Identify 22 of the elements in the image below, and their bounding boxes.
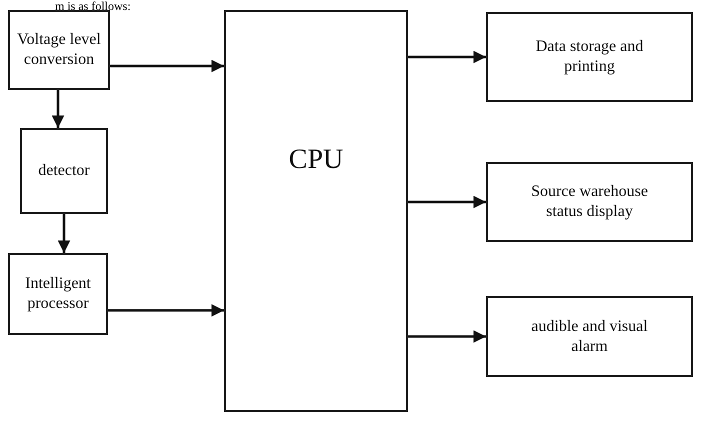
process-box [486, 162, 693, 242]
box-label: CPU [288, 143, 344, 177]
process-box [8, 10, 110, 90]
process-box [486, 12, 693, 102]
box-label: audible and visual alarm [530, 316, 649, 356]
box-label: detector [38, 161, 90, 181]
arrow [108, 304, 224, 317]
box-label: Intelligent processor [24, 274, 92, 314]
arrow [52, 90, 64, 128]
arrow [110, 60, 224, 72]
box-label: Source warehouse status display [530, 182, 649, 222]
note-text: m is as follows: [55, 0, 131, 12]
process-box [20, 128, 108, 214]
arrow [408, 50, 486, 64]
cpu-block [224, 10, 408, 412]
arrow [408, 330, 486, 343]
arrow [58, 214, 70, 253]
process-box [8, 253, 108, 335]
process-box [486, 296, 693, 377]
box-label: Data storage and printing [534, 37, 644, 77]
arrow [408, 196, 486, 208]
box-label: Voltage level conversion [16, 30, 102, 70]
